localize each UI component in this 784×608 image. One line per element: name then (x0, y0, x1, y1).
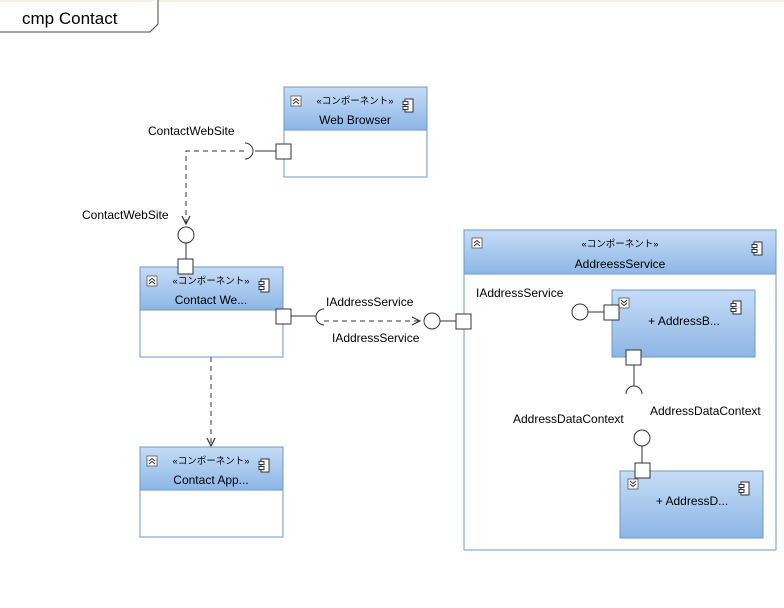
component-name: Web Browser (319, 113, 391, 127)
component-name: AddreessService (575, 257, 666, 271)
port[interactable] (625, 349, 642, 366)
port[interactable] (634, 462, 651, 479)
address-b-left-port-group (571, 303, 620, 321)
port[interactable] (455, 313, 472, 330)
provided-interface-lollipop (177, 226, 195, 244)
contactwebsite-provided-label: ContactWebSite (82, 208, 169, 222)
iaddressservice-required-label: IAddressService (326, 295, 414, 309)
frame-title: cmp Contact (22, 9, 118, 28)
address-b-bottom-port-group (625, 349, 643, 395)
address-d-top-port-group (633, 429, 651, 479)
contactwebsite-dependency[interactable] (186, 150, 244, 224)
expand-chevrons-icon[interactable] (627, 478, 639, 490)
stereotype-label: «コンポーネント» (172, 456, 249, 467)
uml-component-icon (730, 300, 742, 315)
component-web-browser[interactable]: «コンポーネント» Web Browser (283, 86, 428, 178)
uml-component-icon (258, 278, 270, 293)
diagram-frame: cmp Contact (0, 0, 784, 33)
required-interface-socket (315, 308, 325, 326)
uml-component-icon (402, 98, 414, 113)
interface-labels: ContactWebSite ContactWebSite IAddressSe… (82, 124, 761, 426)
stereotype-label: «コンポーネント» (172, 276, 249, 287)
contactwebsite-required-label: ContactWebSite (148, 124, 235, 138)
expand-chevrons-icon[interactable] (618, 297, 630, 309)
uml-component-icon (751, 241, 763, 256)
uml-component-icon (258, 458, 270, 473)
provided-interface-lollipop (423, 312, 441, 330)
provided-interface-lollipop (571, 303, 589, 321)
component-address-d[interactable]: + AddressD... (619, 470, 764, 539)
required-interface-socket (625, 385, 643, 395)
port[interactable] (275, 143, 292, 160)
addressdatacontext-right-label: AddressDataContext (650, 404, 761, 418)
addressdatacontext-left-label: AddressDataContext (513, 412, 624, 426)
component-contact-web[interactable]: «コンポーネント» Contact We... (139, 266, 284, 358)
iaddressservice-inner-label: IAddressService (476, 286, 564, 300)
collapse-chevrons-icon[interactable] (146, 455, 158, 467)
collapse-chevrons-icon[interactable] (290, 95, 302, 107)
port[interactable] (275, 308, 292, 325)
component-name: + AddressB... (648, 314, 720, 328)
collapse-chevrons-icon[interactable] (471, 237, 483, 249)
stereotype-label: «コンポーネント» (581, 239, 658, 250)
provided-interface-lollipop (633, 429, 651, 447)
port[interactable] (177, 258, 194, 275)
contact-web-right-port-group (275, 308, 325, 326)
port[interactable] (603, 304, 620, 321)
web-browser-port-group (244, 142, 292, 160)
contact-web-top-port-group (177, 226, 195, 275)
collapse-chevrons-icon[interactable] (146, 275, 158, 287)
component-address-b[interactable]: + AddressB... (611, 289, 756, 358)
component-name: Contact We... (175, 293, 247, 307)
iaddressservice-provided-label: IAddressService (332, 331, 420, 345)
address-service-left-port-group (423, 312, 472, 330)
uml-component-icon (738, 481, 750, 496)
component-name: Contact App... (173, 473, 248, 487)
required-interface-socket (244, 142, 254, 160)
component-contact-app[interactable]: «コンポーネント» Contact App... (139, 446, 284, 538)
component-name: + AddressD... (656, 494, 728, 508)
stereotype-label: «コンポーネント» (316, 96, 393, 107)
